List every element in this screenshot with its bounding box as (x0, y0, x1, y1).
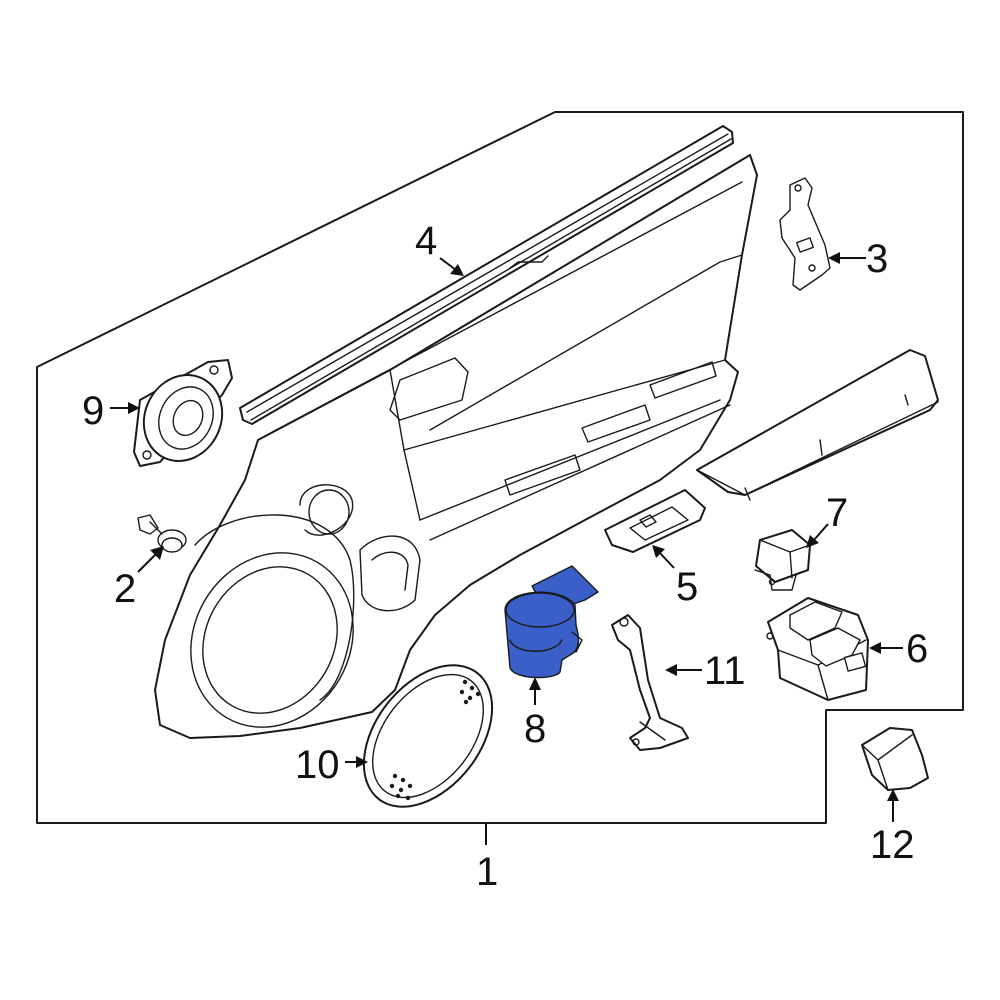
part-8-cup-holder[interactable] (504, 565, 599, 679)
part-3-bracket[interactable] (779, 177, 831, 291)
cup-holder-rim (505, 592, 575, 628)
part-5-switch-bezel[interactable] (604, 489, 706, 553)
callout-12: 12 (870, 823, 915, 867)
callout-7: 7 (826, 491, 848, 535)
callout-10: 10 (295, 743, 340, 787)
callout-3: 3 (866, 237, 888, 281)
part-4-belt-molding[interactable] (239, 125, 734, 425)
callout-5: 5 (676, 565, 698, 609)
part-7-mirror-switch[interactable] (754, 529, 811, 591)
callout-11: 11 (704, 649, 746, 693)
callout-4: 4 (415, 219, 437, 263)
trim-strip[interactable] (696, 349, 939, 501)
part-1-door-trim-panel[interactable] (154, 154, 758, 757)
callout-2: 2 (114, 567, 136, 611)
callout-leaders (110, 252, 903, 845)
part-9-speaker[interactable] (130, 359, 236, 474)
part-2-clip[interactable] (137, 514, 187, 553)
callout-labels: 1 2 3 4 5 6 7 8 9 10 11 12 (82, 219, 928, 894)
callout-1: 1 (476, 850, 498, 894)
callout-8: 8 (524, 707, 546, 751)
callout-9: 9 (82, 389, 104, 433)
part-10-speaker-grille[interactable] (338, 641, 518, 831)
callout-6: 6 (906, 627, 928, 671)
part-12-cap[interactable] (861, 727, 929, 791)
grille-holes (389, 679, 481, 801)
part-11-grab-handle[interactable] (611, 614, 689, 751)
part-6-window-switch[interactable] (766, 597, 869, 701)
assembly-boundary (36, 111, 964, 824)
